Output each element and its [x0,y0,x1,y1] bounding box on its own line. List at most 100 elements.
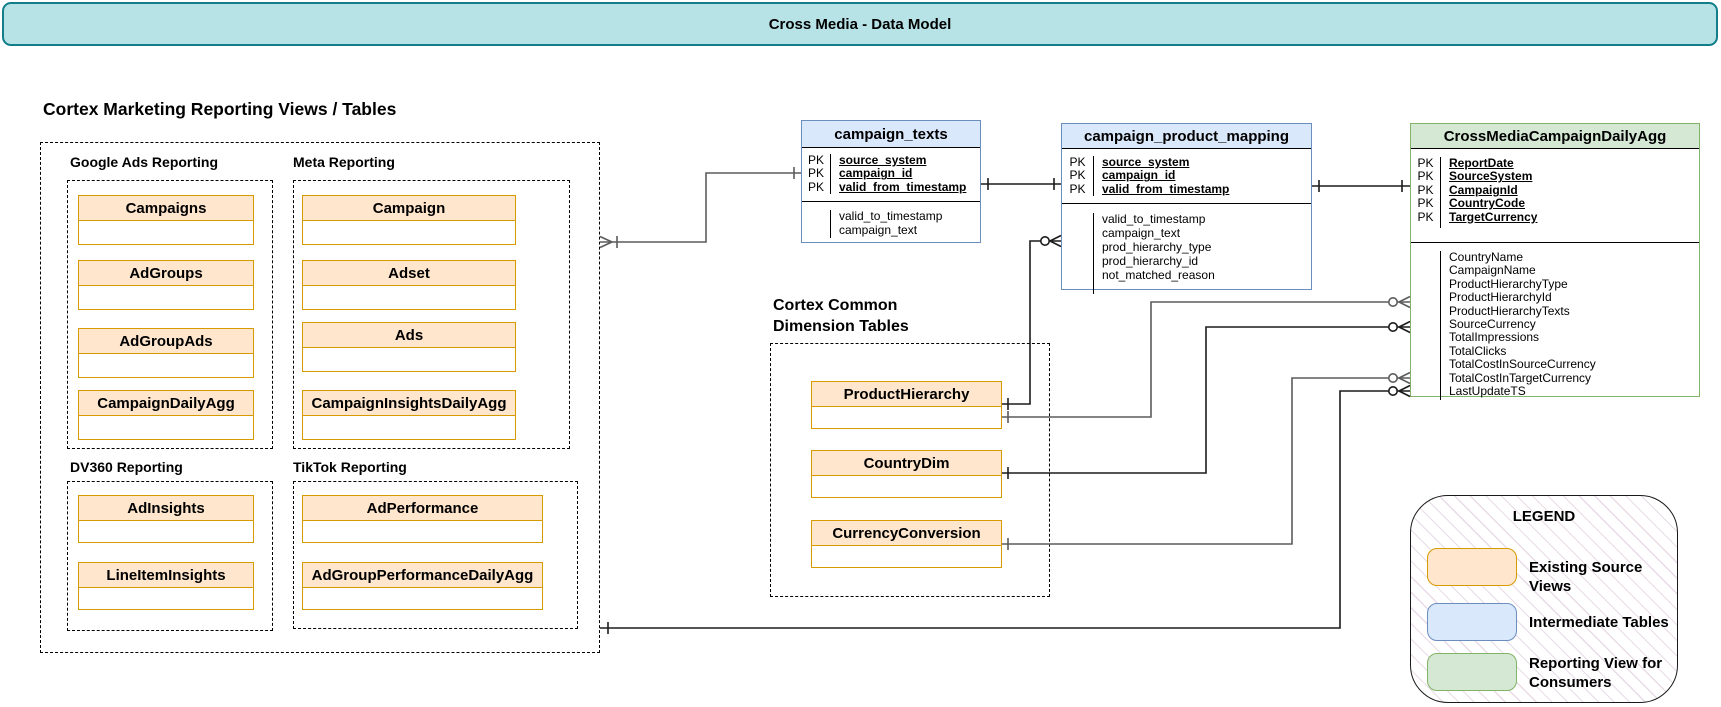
field-valid-to-timestamp: valid_to_timestamp [839,209,943,224]
entity-campaigndailyagg-title: CampaignDailyAgg [79,391,253,416]
group-box-google-ads [67,180,273,449]
field-campaignname: CampaignName [1449,263,1536,278]
field-sourcesystem: SourceSystem [1449,169,1533,184]
diagram-title: Cross Media - Data Model [768,15,952,33]
legend-label-reporting-view: Reporting View for Consumers [1529,655,1663,691]
entity-campaign: Campaign [302,195,516,245]
field-source-system: source_system [1102,155,1190,169]
pk-tag: PK [1411,169,1441,184]
legend-label-existing-source-views: Existing Source Views [1529,559,1643,595]
entity-countrydim: CountryDim [811,450,1002,498]
field-valid-from-timestamp: valid_from_timestamp [1102,181,1230,196]
entity-adperformance: AdPerformance [302,495,543,543]
diagram-title-banner: Cross Media - Data Model [2,2,1718,46]
pk-tag: PK [1062,182,1094,197]
field-reportdate: ReportDate [1449,156,1514,170]
field-countrycode: CountryCode [1449,196,1525,211]
field-sourcecurrency: SourceCurrency [1449,317,1536,332]
connector-texts-to-mapping [981,178,1061,190]
dimension-section-title: Cortex Common Dimension Tables [773,295,909,337]
legend-swatch-reporting-view [1427,653,1517,691]
group-label-meta: Meta Reporting [293,154,395,170]
entity-lineiteminsights: LineItemInsights [78,562,254,610]
pk-tag: PK [802,180,831,195]
field-producthierarchytype: ProductHierarchyType [1449,276,1568,291]
field-source-system: source_system [839,153,927,167]
table-campaign-product-mapping: campaign_product_mapping PK source_system… [1061,123,1312,295]
dimension-title-line1: Cortex Common [773,297,898,314]
marketing-section-box [40,142,600,653]
table-crossmedia-title: CrossMediaCampaignDailyAgg [1411,124,1699,149]
field-not-matched-reason: not_matched_reason [1102,268,1215,283]
field-totalcostintargetcurrency: TotalCostInTargetCurrency [1449,370,1592,385]
pk-tag: PK [1062,168,1094,183]
entity-ads-title: Ads [303,323,515,348]
entity-adset-title: Adset [303,261,515,286]
entity-adgroups-title: AdGroups [79,261,253,286]
field-campaign-text: campaign_text [1102,226,1181,241]
pk-tag: PK [1062,155,1094,170]
table-campaign-texts-title: campaign_texts [802,121,980,148]
entity-adinsights-title: AdInsights [79,496,253,521]
field-countryname: CountryName [1449,250,1524,264]
entity-campaigndailyagg: CampaignDailyAgg [78,390,254,440]
entity-adgroups: AdGroups [78,260,254,310]
connector-mapping-to-dailyagg [1312,180,1410,192]
entity-countrydim-title: CountryDim [812,451,1001,476]
field-valid-from-timestamp: valid_from_timestamp [839,179,967,194]
entity-adgroupads: AdGroupAds [78,328,254,378]
pk-tag: PK [1411,196,1441,211]
entity-adgroupads-title: AdGroupAds [79,329,253,354]
entity-ads: Ads [302,322,516,372]
group-label-google-ads: Google Ads Reporting [70,154,219,170]
field-prod-hierarchy-type: prod_hierarchy_type [1102,240,1212,255]
marketing-section-title: Cortex Marketing Reporting Views / Table… [43,99,397,119]
field-totalimpressions: TotalImpressions [1449,330,1540,345]
entity-producthierarchy-title: ProductHierarchy [812,382,1001,407]
entity-campaigns-title: Campaigns [79,196,253,221]
field-prod-hierarchy-id: prod_hierarchy_id [1102,254,1199,269]
group-box-dv360 [67,481,273,631]
field-producthierarchyid: ProductHierarchyId [1449,290,1552,305]
connector-sources-to-campaign-texts [599,167,801,249]
field-lastupdatets: LastUpdateTS [1449,384,1526,399]
entity-campaign-title: Campaign [303,196,515,221]
entity-adgroupperformancedailyagg: AdGroupPerformanceDailyAgg [302,562,543,610]
field-targetcurrency: TargetCurrency [1449,209,1538,224]
entity-producthierarchy: ProductHierarchy [811,381,1002,429]
legend-title: LEGEND [1512,508,1576,525]
entity-currencyconversion-title: CurrencyConversion [812,521,1001,546]
legend-swatch-existing-source-views [1427,548,1517,586]
field-campaign-id: campaign_id [839,166,913,181]
table-campaign-texts: campaign_texts PK source_system PK campaig… [801,120,981,243]
entity-adset: Adset [302,260,516,310]
group-box-tiktok [293,481,578,629]
entity-campaigninsightsdailyagg-title: CampaignInsightsDailyAgg [303,391,515,416]
entity-lineiteminsights-title: LineItemInsights [79,563,253,588]
field-totalcostinsourcecurrency: TotalCostInSourceCurrency [1449,357,1596,372]
table-campaign-product-mapping-title: campaign_product_mapping [1062,124,1311,149]
legend-label-intermediate-tables: Intermediate Tables [1529,614,1669,631]
group-label-tiktok: TikTok Reporting [293,459,407,475]
group-label-dv360: DV360 Reporting [70,459,183,475]
connector-countrydim-to-dailyagg [1002,320,1411,479]
field-campaignid: CampaignId [1449,182,1518,197]
legend: LEGEND Existing Source Views Intermediat… [1410,495,1678,703]
pk-tag: PK [1411,210,1441,228]
connector-producthierarchy-to-dailyagg [1002,295,1411,423]
connector-currencyconversion-to-dailyagg [1002,371,1411,550]
pk-tag: PK [802,166,831,181]
legend-swatch-intermediate-tables [1427,603,1517,641]
entity-campaigninsightsdailyagg: CampaignInsightsDailyAgg [302,390,516,440]
group-box-meta [293,180,570,449]
field-valid-to-timestamp: valid_to_timestamp [1102,212,1206,227]
pk-tag: PK [802,153,831,168]
pk-tag: PK [1411,183,1441,198]
field-campaign-text: campaign_text [839,223,918,238]
dimension-title-line2: Dimension Tables [773,318,909,335]
field-campaign-id: campaign_id [1102,168,1176,183]
entity-adgroupperformancedailyagg-title: AdGroupPerformanceDailyAgg [303,563,542,588]
entity-adinsights: AdInsights [78,495,254,543]
